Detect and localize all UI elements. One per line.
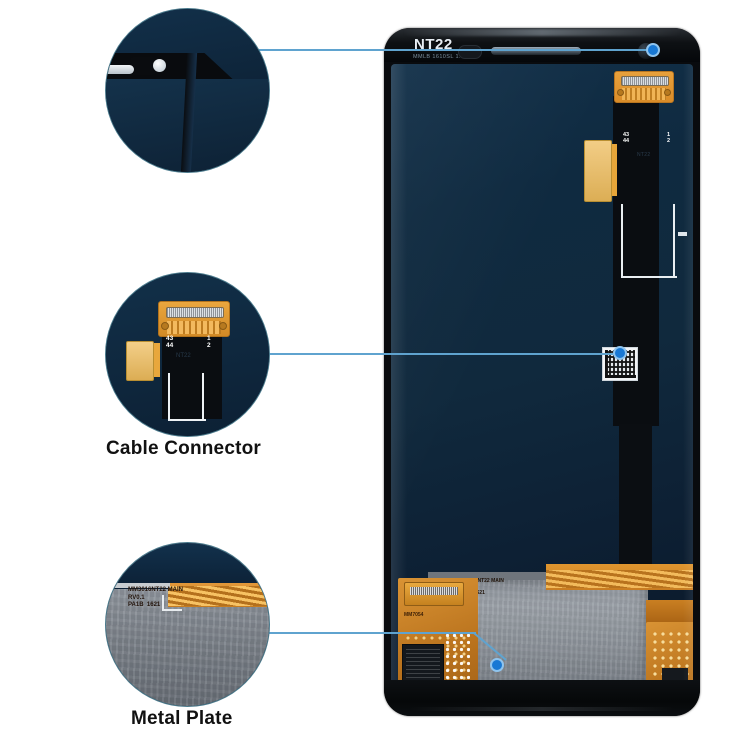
callout-2-screw-left-icon (161, 322, 169, 330)
phone-bottom-bezel (384, 680, 700, 716)
callout-2-white-trace (168, 373, 206, 421)
callout-3-copper-traces (168, 586, 269, 606)
callout-3-flex-strip (168, 583, 269, 607)
flex-copper-traces (546, 570, 693, 588)
model-marking-nt22: NT22 (414, 36, 453, 53)
gold-contact-pad (584, 140, 612, 202)
callout-3-light-strip (114, 583, 170, 588)
callout-2-gold-pad (126, 341, 154, 381)
callout-2-ribbon-code: NT22 (176, 353, 191, 359)
connector-screw-left-icon (617, 89, 624, 96)
connector-slot (621, 76, 669, 86)
callout-2-screw-right-icon (219, 322, 227, 330)
gold-pad-tab (608, 144, 617, 196)
callout-3-metal-texture (106, 589, 269, 706)
cable-connector-head (614, 71, 674, 103)
callout-2-pin-label-right: 1 2 (207, 335, 211, 349)
flex-ribbon-lower (619, 424, 652, 569)
callout-dot-3 (490, 658, 504, 672)
leader-line-1 (128, 49, 653, 51)
qr-code-label (602, 347, 638, 381)
callout-1-camera-lens-icon (153, 59, 166, 72)
callout-3-dark-glass-edge (106, 543, 269, 589)
callout-1-background (106, 9, 269, 172)
earpiece-speaker-icon (491, 47, 581, 55)
flex-pcb-left: MM7054 (398, 578, 478, 708)
callout-2-pin-label-left: 43 44 (166, 335, 174, 349)
flex-pcb-right-top (646, 600, 693, 624)
qr-code-bar (606, 375, 636, 378)
callout-2-background: 43 44 1 2 NT22 (106, 273, 269, 436)
lcd-glass-panel: 43 44 1 2 NT22 MM3016NT22 MAIN RV0.1 PA1… (391, 64, 693, 708)
callout-circle-cable-connector[interactable]: 43 44 1 2 NT22 (105, 272, 270, 437)
callout-1-earpiece-slot-icon (106, 65, 134, 74)
callout-3-pcb-print-label: MM3016NT22 MAIN RV0.1 PA1B 1621 (128, 587, 184, 608)
leader-line-3a (128, 632, 476, 634)
left-connector-contacts (410, 587, 458, 595)
white-trace-dash (678, 232, 687, 236)
ribbon-code-label: NT22 (637, 152, 651, 158)
callout-dot-1 (646, 43, 660, 57)
phone-lcd-assembly: NT22 MMLB 1610SL 1.0 43 44 1 2 NT22 (384, 28, 700, 716)
callout-2-contact-fingers (167, 321, 221, 334)
left-board-connector (404, 582, 464, 606)
pin-label-right: 1 2 (667, 132, 671, 144)
model-marking-subtext: MMLB 1610SL 1.0 (413, 54, 465, 60)
callout-label-cable-connector: Cable Connector (106, 438, 262, 459)
callout-circle-metal-plate[interactable]: MM3016NT22 MAIN RV0.1 PA1B 1621 (105, 542, 270, 707)
connector-contact-fingers (622, 88, 666, 100)
left-ic-chip (402, 644, 444, 686)
callout-3-background: MM3016NT22 MAIN RV0.1 PA1B 1621 (106, 543, 269, 706)
callout-2-gold-pad-tab (150, 343, 160, 377)
pin-label-left: 43 44 (623, 132, 630, 144)
white-trace-outline-right (673, 204, 675, 276)
flex-strip-top-right (546, 564, 693, 590)
white-trace-outline (621, 204, 677, 278)
leader-line-2 (128, 353, 620, 355)
callout-2-white-trace-right (202, 373, 204, 419)
callout-dot-2 (613, 346, 627, 360)
callout-2-connector-slot (166, 307, 224, 318)
connector-screw-right-icon (664, 89, 671, 96)
callout-2-connector-head (158, 301, 230, 337)
callout-3-corner-marking (162, 595, 182, 611)
flex-left-code-label: MM7054 (404, 612, 424, 618)
metal-plate-top-edge (428, 572, 648, 580)
proximity-sensor-icon (458, 45, 482, 59)
callout-circle-top-bezel[interactable] (105, 8, 270, 173)
callout-label-metal-plate: Metal Plate (131, 708, 233, 729)
callout-1-sensor-notch-icon (130, 57, 156, 75)
